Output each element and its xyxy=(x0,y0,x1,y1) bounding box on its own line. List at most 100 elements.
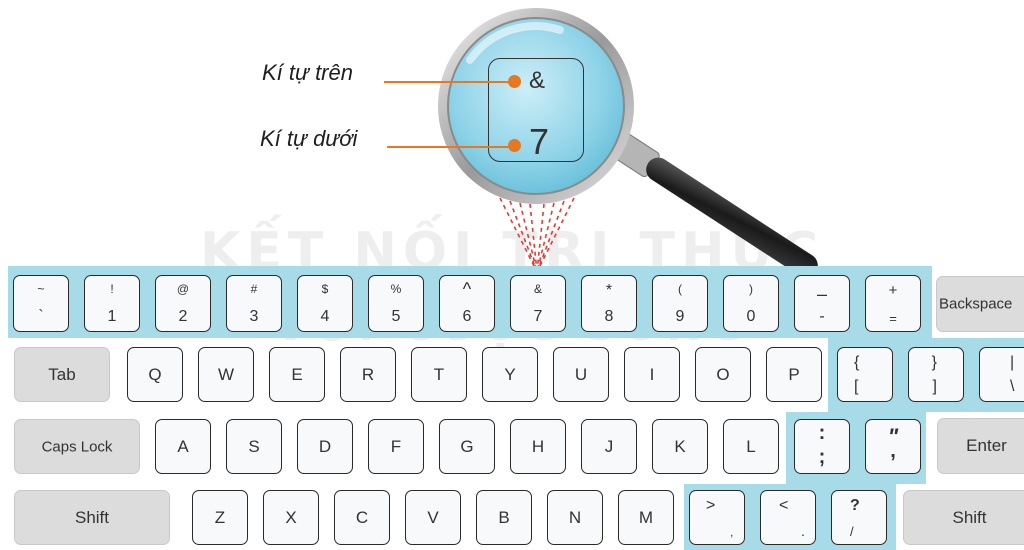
key-label: S xyxy=(227,437,281,457)
key-lower-char: [ xyxy=(854,378,858,396)
key-equals[interactable]: += xyxy=(865,275,921,332)
key-lower-char: , xyxy=(730,525,733,539)
key-open-bracket[interactable]: {[ xyxy=(837,347,893,402)
key-label: F xyxy=(369,437,423,457)
key-upper-char: ? xyxy=(850,497,860,515)
key-upper-char: | xyxy=(1010,354,1014,372)
key-backspace[interactable]: Backspace xyxy=(936,276,1024,332)
key-shift-left[interactable]: Shift xyxy=(14,490,170,545)
key-q[interactable]: Q xyxy=(127,347,183,402)
key-a[interactable]: A xyxy=(155,419,211,474)
key-label: M xyxy=(619,508,673,528)
key-3[interactable]: #3 xyxy=(226,275,282,332)
magnified-key-upper: & xyxy=(529,67,545,95)
key-label: D xyxy=(298,437,352,457)
key-u[interactable]: U xyxy=(553,347,609,402)
key-lower-char: ` xyxy=(14,308,68,326)
key-lower-char: . xyxy=(801,523,805,539)
key-label: I xyxy=(625,365,679,385)
key-1[interactable]: !1 xyxy=(84,275,140,332)
key-label: G xyxy=(440,437,494,457)
key-f[interactable]: F xyxy=(368,419,424,474)
key-lower-char: = xyxy=(866,311,920,326)
key-label: E xyxy=(270,365,324,385)
key-upper-char: > xyxy=(706,497,715,515)
key-j[interactable]: J xyxy=(581,419,637,474)
key-0[interactable]: )0 xyxy=(723,275,779,332)
key-upper-char: ^ xyxy=(440,279,494,300)
key-label: R xyxy=(341,365,395,385)
key-lower-char: 7 xyxy=(511,308,565,326)
key-label: Z xyxy=(193,508,247,528)
key-w[interactable]: W xyxy=(198,347,254,402)
key-e[interactable]: E xyxy=(269,347,325,402)
key-upper-char: : xyxy=(795,422,849,445)
key-x[interactable]: X xyxy=(263,490,319,545)
key-slash[interactable]: ?/ xyxy=(831,490,887,545)
key-label: J xyxy=(582,437,636,457)
key-n[interactable]: N xyxy=(547,490,603,545)
key-upper-char: ~ xyxy=(14,282,68,296)
key-label: Backspace xyxy=(939,296,1024,313)
key-close-bracket[interactable]: }] xyxy=(908,347,964,402)
key-tab[interactable]: Tab xyxy=(14,347,110,402)
key-o[interactable]: O xyxy=(695,347,751,402)
key-label: X xyxy=(264,508,318,528)
key-p[interactable]: P xyxy=(766,347,822,402)
key-g[interactable]: G xyxy=(439,419,495,474)
key-label: Y xyxy=(483,365,537,385)
key-i[interactable]: I xyxy=(624,347,680,402)
key-lower-char: 2 xyxy=(156,308,210,326)
key-h[interactable]: H xyxy=(510,419,566,474)
key-y[interactable]: Y xyxy=(482,347,538,402)
key-5[interactable]: %5 xyxy=(368,275,424,332)
key-tilde[interactable]: ~` xyxy=(13,275,69,332)
key-label: Shift xyxy=(15,508,169,528)
key-label: L xyxy=(724,437,778,457)
key-s[interactable]: S xyxy=(226,419,282,474)
key-l[interactable]: L xyxy=(723,419,779,474)
key-label: V xyxy=(406,508,460,528)
lower-char-label: Kí tự dưới xyxy=(260,126,357,152)
key-8[interactable]: *8 xyxy=(581,275,637,332)
key-caps-lock[interactable]: Caps Lock xyxy=(14,419,140,474)
key-label: U xyxy=(554,365,608,385)
key-r[interactable]: R xyxy=(340,347,396,402)
key-label: Tab xyxy=(15,365,109,385)
key-upper-char: + xyxy=(866,282,920,299)
key-semicolon[interactable]: :; xyxy=(794,419,850,474)
key-9[interactable]: (9 xyxy=(652,275,708,332)
key-c[interactable]: C xyxy=(334,490,390,545)
key-t[interactable]: T xyxy=(411,347,467,402)
key-label: P xyxy=(767,365,821,385)
key-minus[interactable]: –- xyxy=(794,275,850,332)
key-6[interactable]: ^6 xyxy=(439,275,495,332)
key-upper-char: * xyxy=(582,282,636,300)
key-v[interactable]: V xyxy=(405,490,461,545)
key-shift-right[interactable]: Shift xyxy=(903,490,1024,545)
key-label: Q xyxy=(128,365,182,385)
key-period[interactable]: <. xyxy=(760,490,816,545)
key-comma[interactable]: >, xyxy=(689,490,745,545)
key-4[interactable]: $4 xyxy=(297,275,353,332)
key-upper-char: ! xyxy=(85,282,139,296)
key-label: A xyxy=(156,437,210,457)
key-backslash[interactable]: |\ xyxy=(979,347,1024,402)
key-label: N xyxy=(548,508,602,528)
key-lower-char: , xyxy=(866,440,920,463)
key-b[interactable]: B xyxy=(476,490,532,545)
key-quote[interactable]: ", xyxy=(865,419,921,474)
key-k[interactable]: K xyxy=(652,419,708,474)
upper-pointer-dot xyxy=(508,75,521,88)
key-lower-char: 5 xyxy=(369,308,423,326)
upper-leader-line xyxy=(384,81,512,83)
key-m[interactable]: M xyxy=(618,490,674,545)
key-7[interactable]: &7 xyxy=(510,275,566,332)
key-lower-char: 0 xyxy=(724,308,778,326)
key-label: T xyxy=(412,365,466,385)
key-enter[interactable]: Enter xyxy=(937,418,1024,474)
key-d[interactable]: D xyxy=(297,419,353,474)
key-z[interactable]: Z xyxy=(192,490,248,545)
key-label: H xyxy=(511,437,565,457)
key-2[interactable]: @2 xyxy=(155,275,211,332)
